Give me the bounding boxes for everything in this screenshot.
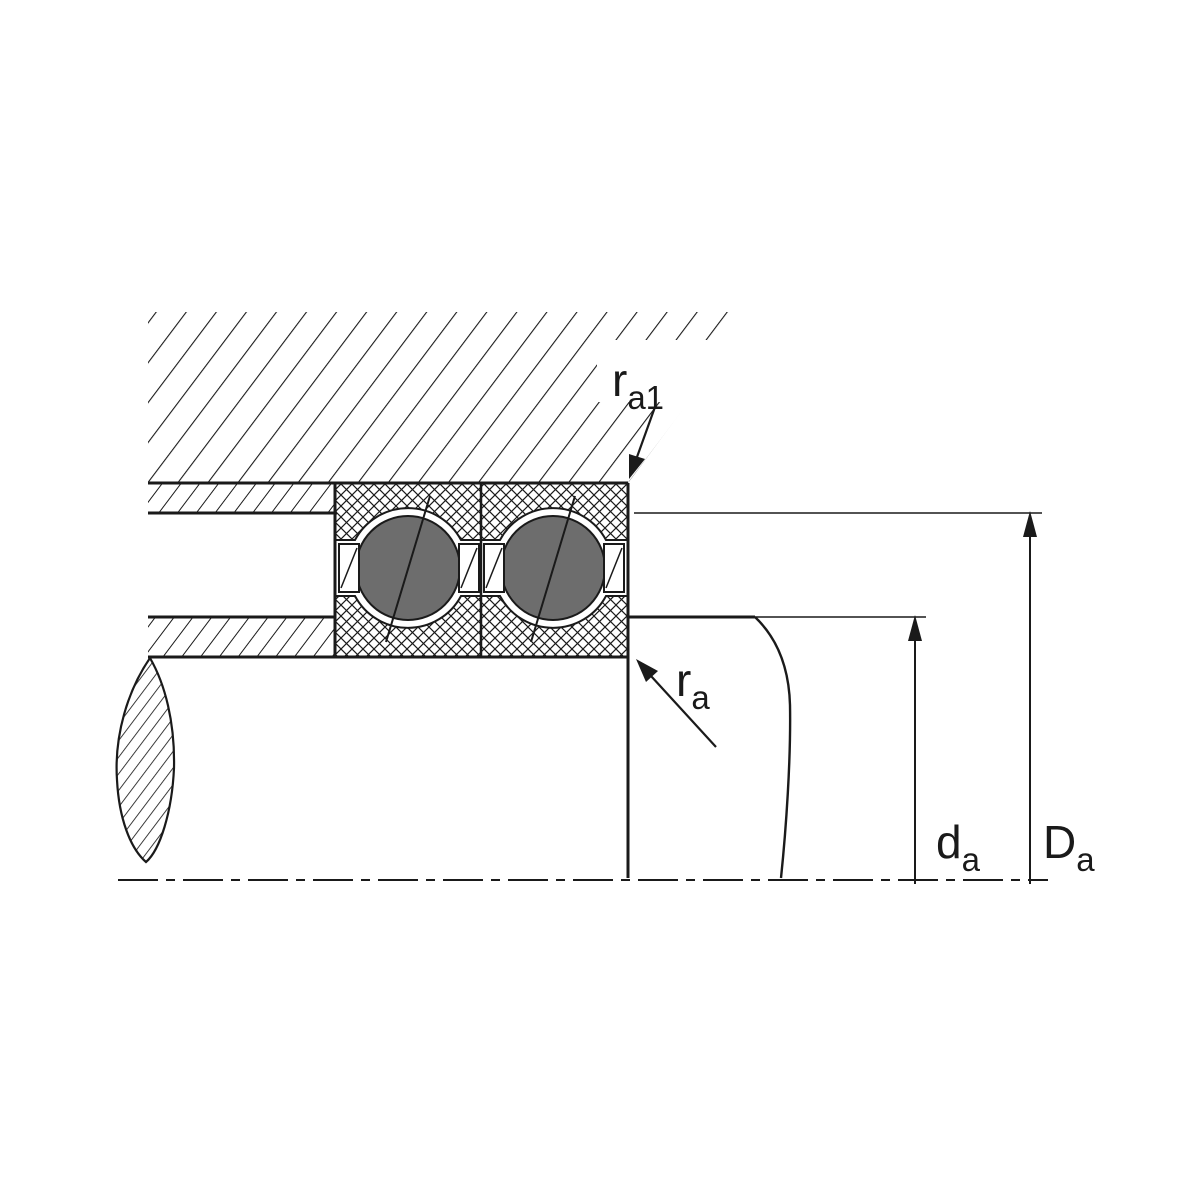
cage-segment: [338, 543, 360, 593]
cage-segment: [458, 543, 480, 593]
dimensions: da Da ra1 ra: [118, 354, 1095, 884]
radius-leader-ra1: [635, 406, 657, 458]
shaft-shoulder: [148, 617, 335, 657]
housing-shoulder: [148, 483, 335, 513]
inner-raceway-outline-left: [335, 595, 481, 629]
label-da: da: [936, 816, 981, 878]
contact-angle-line-right: [530, 495, 576, 643]
shaft-step-break-line: [754, 616, 792, 879]
outer-raceway-outline-left: [335, 507, 481, 541]
label-ra: ra: [676, 654, 710, 716]
label-background-ra1: [597, 340, 707, 402]
bearing-pair: [333, 483, 630, 657]
dim-arrow-Da: [1023, 511, 1037, 537]
shaft-section: [115, 615, 792, 879]
label-ra1: ra1: [612, 354, 664, 416]
inner-raceway-outline-right: [481, 595, 628, 629]
cage-segment: [483, 543, 505, 593]
shaft-break-section: [115, 655, 176, 864]
label-Da: Da: [1043, 816, 1095, 878]
cage-segment: [603, 543, 625, 593]
dim-arrow-da: [908, 615, 922, 641]
radius-leader-ra: [650, 675, 717, 748]
outer-raceway-outline-right: [481, 507, 628, 541]
contact-angle-line-left: [385, 495, 431, 643]
radius-arrow-ra1: [629, 454, 645, 479]
radius-arrow-ra: [636, 659, 658, 682]
